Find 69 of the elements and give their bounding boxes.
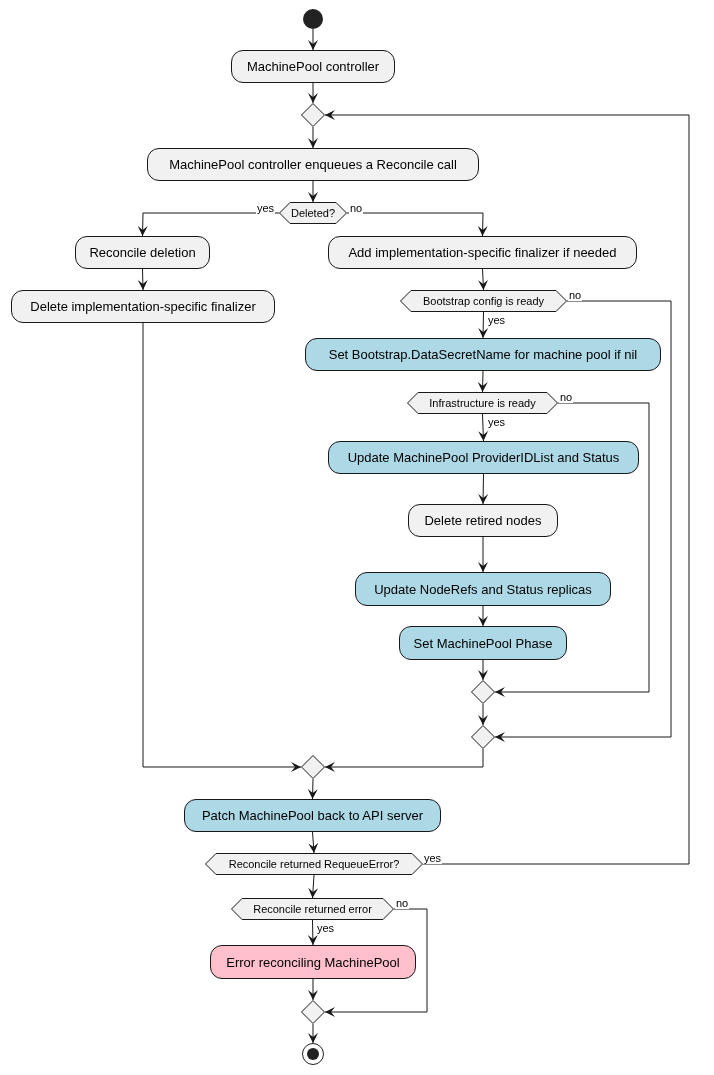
condition-label: Bootstrap config is ready <box>422 295 545 307</box>
activity-label: Reconcile deletion <box>89 245 196 260</box>
decision-hexagon <box>407 392 558 414</box>
activity-box <box>210 945 416 979</box>
arrow <box>477 370 488 393</box>
activity-box <box>328 236 637 269</box>
condition-label: Infrastructure is ready <box>429 397 536 409</box>
decision-hexagon <box>205 853 423 875</box>
activity-box <box>305 338 661 371</box>
activity-label: Delete implementation-specific finalizer <box>30 299 256 314</box>
activity-label: Patch MachinePool back to API server <box>201 808 424 823</box>
arrow <box>308 28 318 51</box>
decision-hexagon <box>279 202 347 224</box>
start-circle <box>303 9 323 29</box>
arrow <box>324 908 428 1017</box>
activity-box <box>399 626 567 660</box>
activity-label: MachinePool controller <box>246 59 380 74</box>
activity-box <box>408 504 558 537</box>
activity-box <box>355 572 611 606</box>
decision-hexagon <box>231 898 394 920</box>
decision-hexagon <box>400 290 567 312</box>
arrow <box>346 212 488 237</box>
activity-box <box>328 441 639 474</box>
arrow <box>494 300 672 742</box>
condition-label: Deleted? <box>290 207 335 219</box>
merge-diamond <box>471 725 495 749</box>
condition-label: Reconcile returned RequeueError? <box>228 858 400 870</box>
arrow <box>307 919 318 946</box>
arrow <box>478 473 489 505</box>
merge-diamond <box>301 1000 325 1024</box>
arrow <box>478 605 488 627</box>
arrow <box>324 110 690 865</box>
activity-box <box>231 50 395 83</box>
arrow <box>308 82 318 104</box>
merge-diamond <box>301 103 325 127</box>
activity-box <box>184 799 441 832</box>
activity-label: Add implementation-specific finalizer if needed <box>348 245 617 260</box>
arrow <box>308 1023 318 1044</box>
arrow <box>308 831 319 854</box>
arrow <box>137 212 280 237</box>
activity-label: Update NodeRefs and Status replicas <box>374 581 592 597</box>
condition-label: Reconcile returned error <box>253 903 372 915</box>
activity-label: Set MachinePool Phase <box>413 635 553 651</box>
activity-label: Update MachinePool ProviderIDList and Status <box>347 450 620 465</box>
arrow <box>478 536 488 573</box>
arrow <box>308 874 319 899</box>
arrow <box>308 978 318 1001</box>
arrow <box>478 268 488 291</box>
activity-label: Error reconciling MachinePool <box>226 954 400 970</box>
activity-box <box>11 290 275 323</box>
activity-box <box>75 236 210 269</box>
arrow <box>308 180 318 203</box>
arrow <box>478 413 489 442</box>
activity-box <box>147 148 479 181</box>
arrow <box>308 126 318 149</box>
arrow <box>478 659 488 681</box>
activity-label: Set Bootstrap.DataSecretName for machine pool if nil <box>328 347 638 362</box>
arrow <box>307 778 318 800</box>
end-circle <box>302 1043 324 1065</box>
merge-diamond <box>471 680 495 704</box>
arrow <box>137 268 148 291</box>
arrow <box>478 703 488 726</box>
activity-label: MachinePool controller enqueues a Reconcile call <box>169 157 457 172</box>
merge-diamond <box>301 755 325 779</box>
arrow <box>478 311 489 339</box>
arrow <box>142 322 302 772</box>
arrow <box>324 748 484 772</box>
activity-label: Delete retired nodes <box>424 513 542 528</box>
arrow <box>494 402 650 697</box>
